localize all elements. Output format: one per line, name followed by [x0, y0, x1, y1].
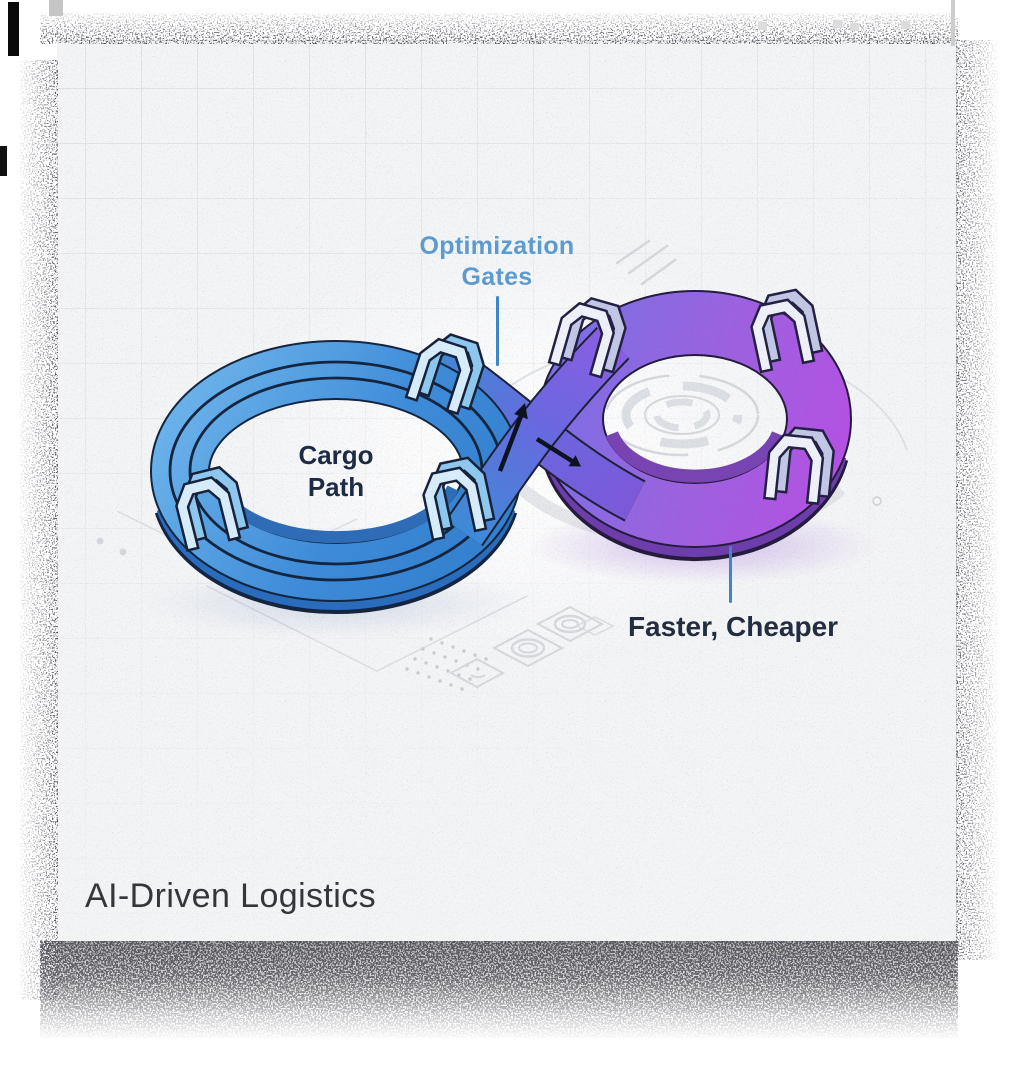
scan-artifact [758, 22, 767, 30]
grain-band-bottom [40, 941, 958, 1038]
scan-artifact [901, 21, 910, 29]
dot-grid-decoration [405, 637, 488, 691]
label-connector-line [496, 296, 499, 366]
scan-artifact [49, 0, 63, 16]
label-connector-line [729, 546, 732, 603]
scan-artifact [833, 20, 842, 28]
page-title: AI-Driven Logistics [85, 877, 377, 915]
optimization-gates-line2: Gates [461, 263, 533, 291]
grain-band-right [956, 40, 998, 960]
cargo-path-line1: Cargo [298, 440, 374, 470]
illustration-card: Optimization Gates Cargo Path Faster, Ch… [57, 40, 957, 942]
radar-decoration [604, 373, 760, 457]
scan-artifact [0, 146, 7, 176]
cargo-path-label: Cargo Path [236, 439, 436, 503]
optimization-gates-label: Optimization Gates [377, 231, 617, 293]
scan-artifact [8, 2, 19, 56]
infinity-loop-illustration [96, 239, 908, 691]
speed-lines-decoration [615, 239, 677, 286]
cargo-path-line2: Path [307, 472, 365, 502]
faster-cheaper-label: Faster, Cheaper [627, 611, 839, 642]
grain-band-left [20, 60, 58, 1000]
scan-artifact [850, 23, 859, 31]
optimization-gates-line1: Optimization [419, 232, 575, 260]
grain-wash-bottom [57, 941, 956, 1011]
